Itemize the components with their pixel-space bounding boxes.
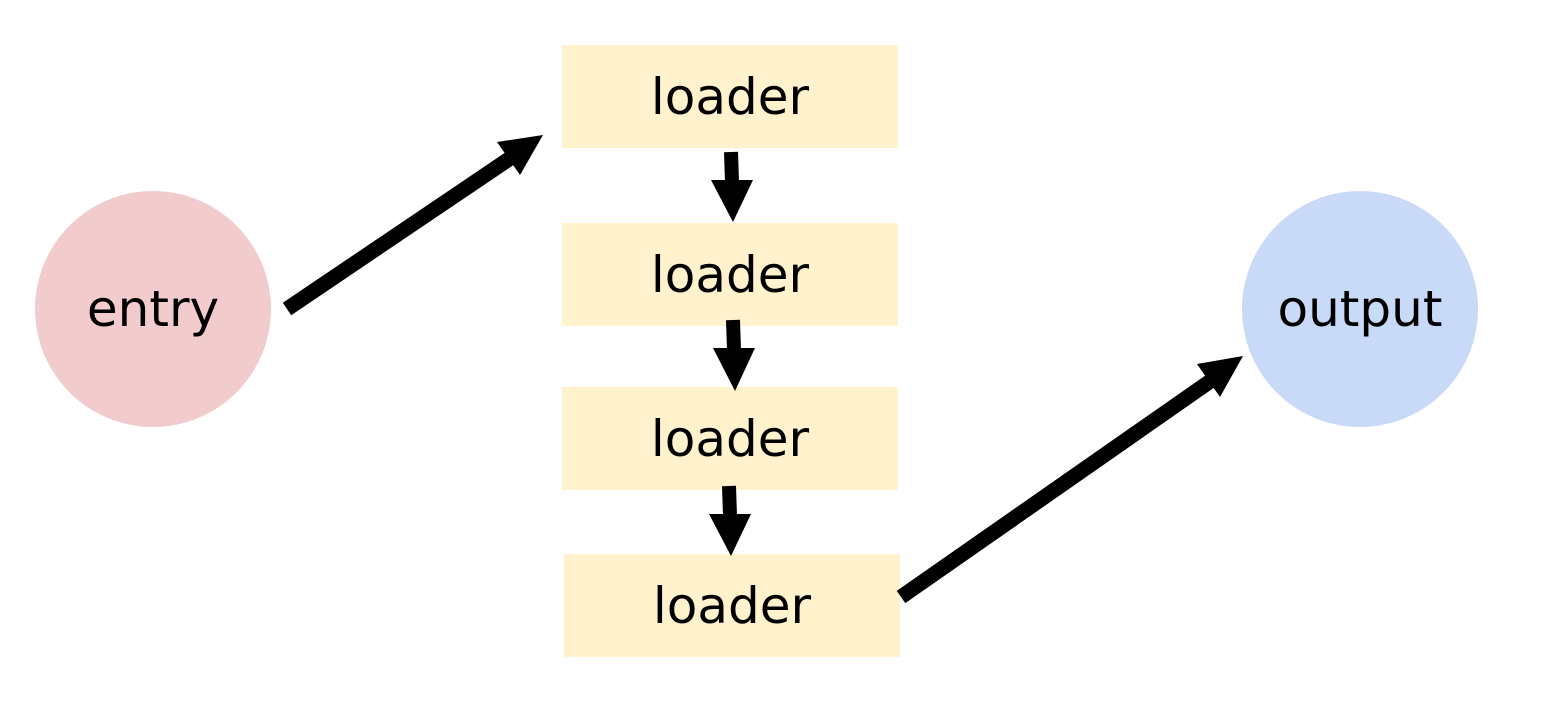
- loader-label-3: loader: [651, 410, 810, 468]
- entry-circle: [35, 191, 271, 427]
- arrow-loader-2-to-loader-3: [713, 319, 755, 391]
- loader-label-4: loader: [653, 577, 812, 635]
- arrow-entry-to-loader-1: [282, 135, 543, 316]
- entry-node: entry: [35, 191, 271, 427]
- loader-node-1: loader: [562, 45, 898, 148]
- loader-box-4: [564, 554, 900, 657]
- output-label: output: [1278, 280, 1443, 338]
- arrow-loader-4-to-output: [896, 356, 1243, 604]
- loader-node-3: loader: [562, 387, 898, 490]
- loader-box-2: [562, 223, 898, 326]
- loader-box-3: [562, 387, 898, 490]
- loader-node-4: loader: [564, 554, 900, 657]
- entry-label: entry: [87, 280, 219, 338]
- output-node: output: [1242, 191, 1478, 427]
- loader-label-1: loader: [651, 68, 810, 126]
- arrow-loader-1-to-loader-2: [711, 151, 753, 222]
- arrow-loader-3-to-loader-4: [709, 485, 751, 556]
- loader-label-2: loader: [651, 246, 810, 304]
- output-circle: [1242, 191, 1478, 427]
- loader-node-2: loader: [562, 223, 898, 326]
- loader-box-1: [562, 45, 898, 148]
